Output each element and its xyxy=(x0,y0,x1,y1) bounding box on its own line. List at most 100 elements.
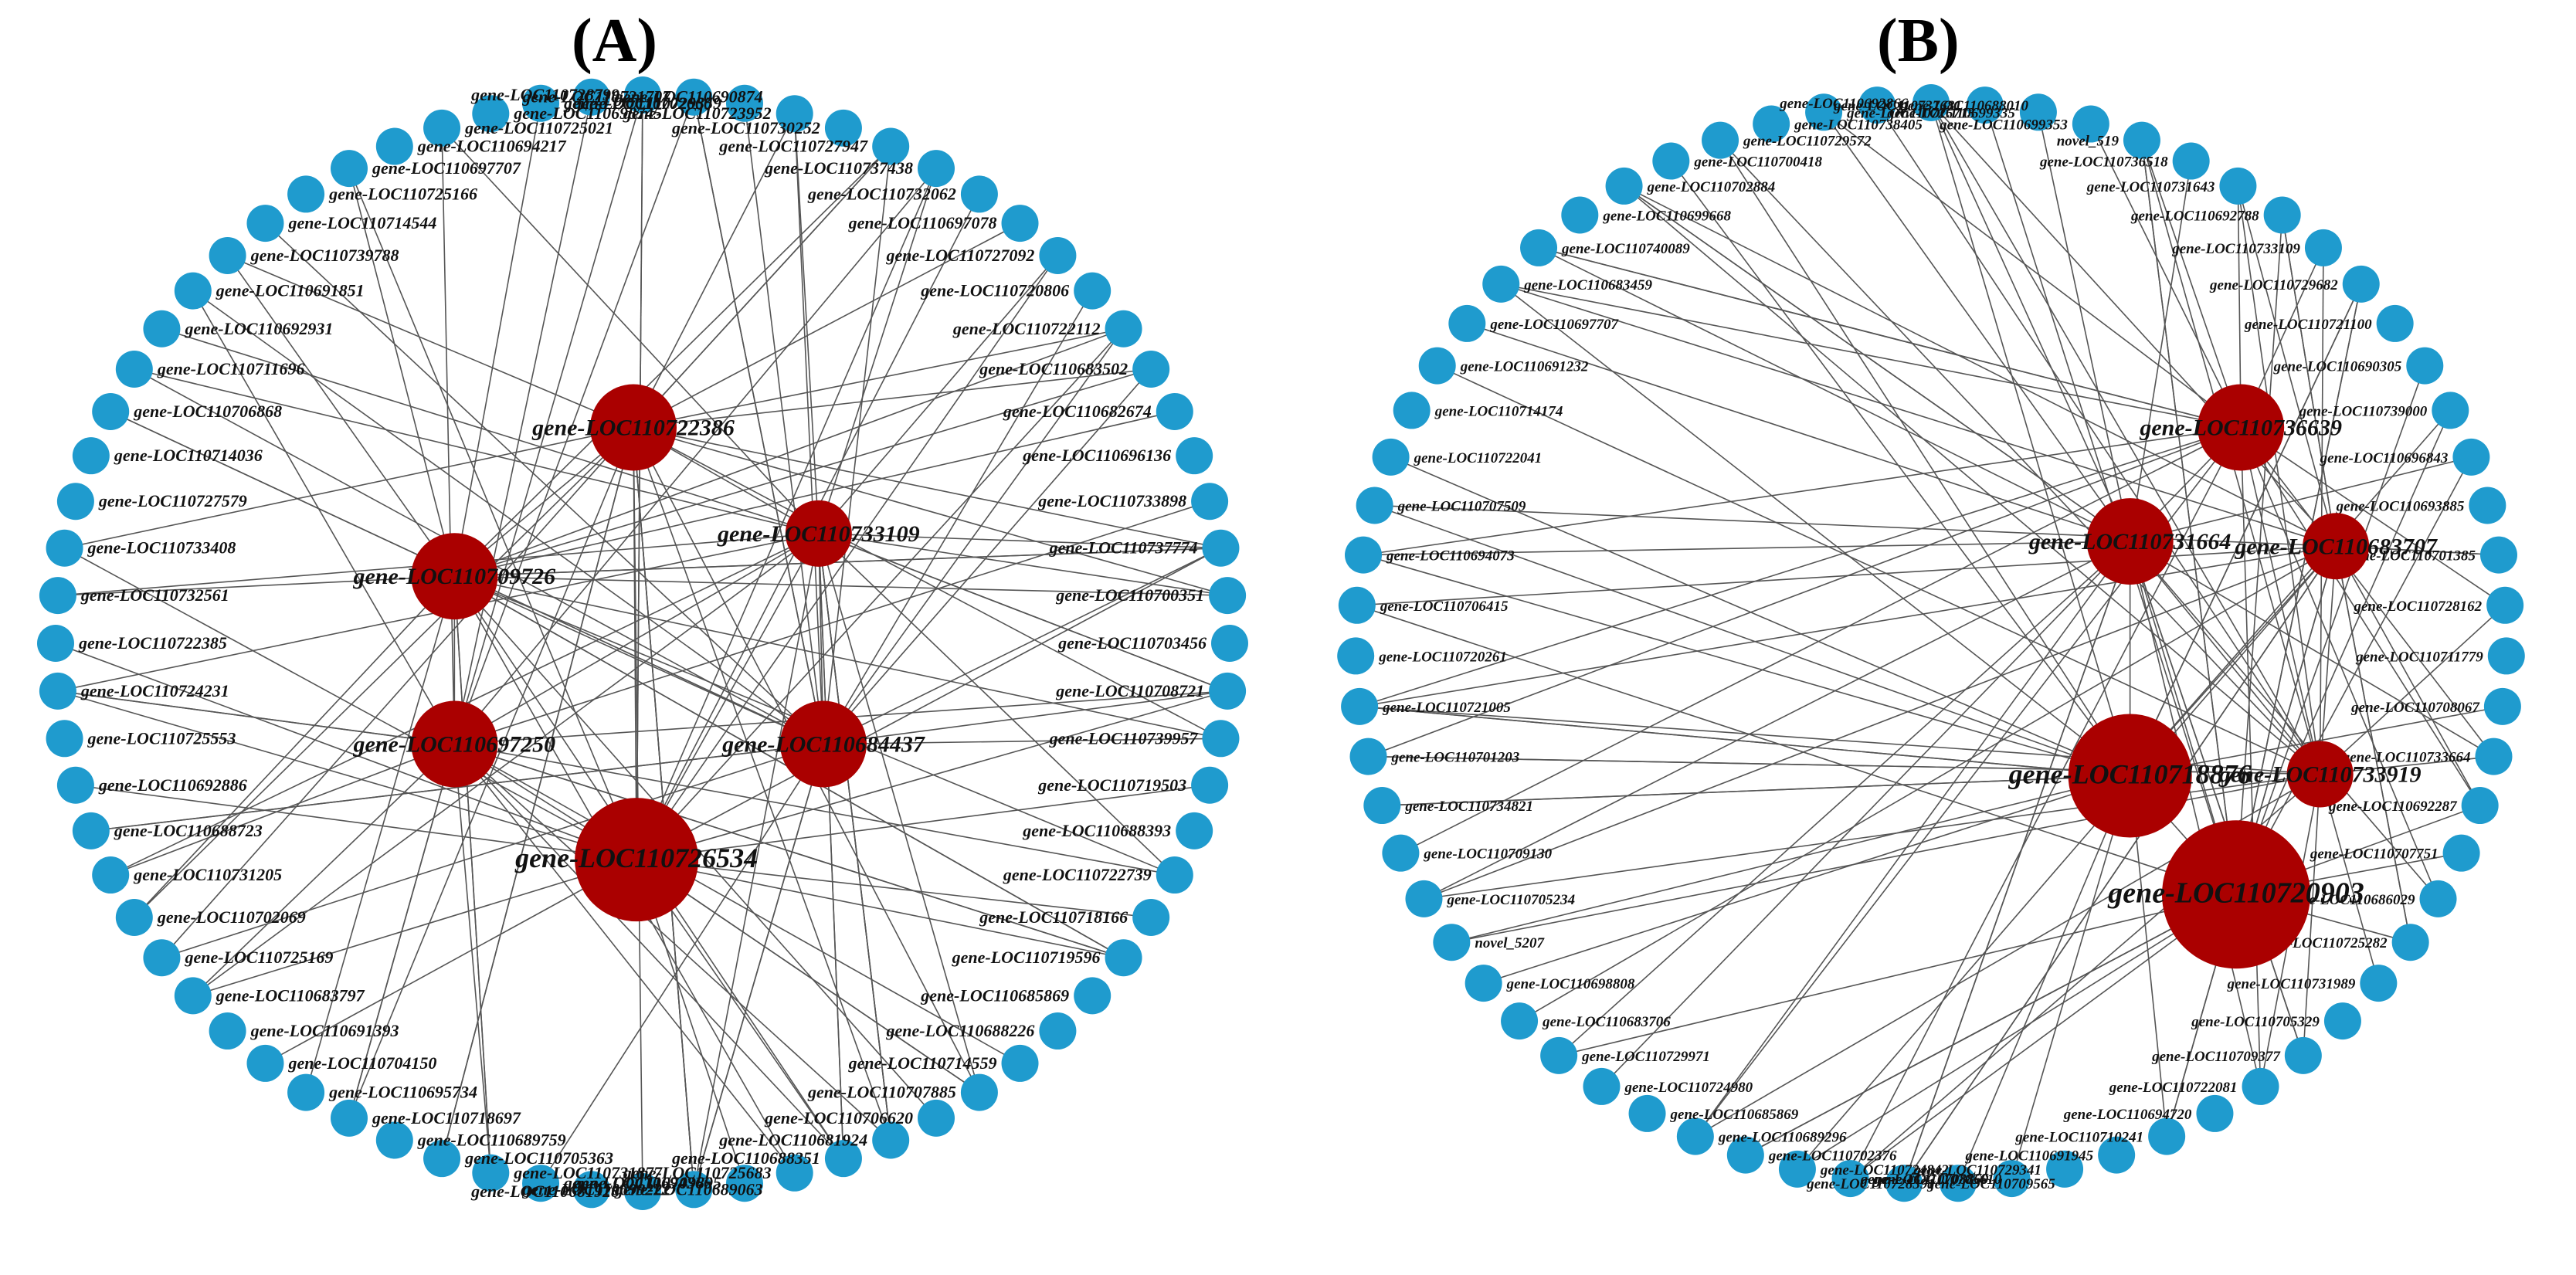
leaf-node[interactable] xyxy=(2148,1117,2186,1155)
hub-node[interactable] xyxy=(411,533,498,620)
leaf-node[interactable] xyxy=(1448,304,1486,342)
leaf-node[interactable] xyxy=(2219,167,2257,205)
leaf-node[interactable] xyxy=(572,78,610,116)
leaf-node[interactable] xyxy=(1993,1160,2031,1198)
leaf-node[interactable] xyxy=(2391,924,2429,961)
leaf-node[interactable] xyxy=(1405,880,1443,917)
leaf-node[interactable] xyxy=(1156,392,1193,430)
leaf-node[interactable] xyxy=(960,1073,998,1111)
hub-node[interactable] xyxy=(785,500,852,567)
leaf-node[interactable] xyxy=(2479,536,2517,574)
leaf-node[interactable] xyxy=(522,1165,560,1202)
leaf-node[interactable] xyxy=(1156,856,1193,894)
leaf-node[interactable] xyxy=(624,1173,661,1210)
leaf-node[interactable] xyxy=(1341,687,1379,725)
leaf-node[interactable] xyxy=(1039,1012,1077,1050)
leaf-node[interactable] xyxy=(1074,977,1112,1015)
leaf-node[interactable] xyxy=(472,1154,510,1192)
hub-node[interactable] xyxy=(575,798,699,922)
leaf-node[interactable] xyxy=(423,109,461,147)
leaf-node[interactable] xyxy=(675,1171,713,1209)
leaf-node[interactable] xyxy=(2019,93,2057,131)
leaf-node[interactable] xyxy=(2432,392,2469,429)
leaf-node[interactable] xyxy=(2487,637,2525,675)
leaf-node[interactable] xyxy=(960,175,998,213)
leaf-node[interactable] xyxy=(46,720,83,758)
leaf-node[interactable] xyxy=(725,1165,763,1202)
leaf-node[interactable] xyxy=(1382,834,1420,872)
leaf-node[interactable] xyxy=(375,1121,413,1159)
leaf-node[interactable] xyxy=(2323,1002,2361,1040)
hub-node[interactable] xyxy=(2286,741,2354,808)
leaf-node[interactable] xyxy=(918,1099,955,1137)
leaf-node[interactable] xyxy=(2406,347,2444,385)
leaf-node[interactable] xyxy=(331,150,368,188)
leaf-node[interactable] xyxy=(1356,487,1393,524)
leaf-node[interactable] xyxy=(1202,720,1240,758)
leaf-node[interactable] xyxy=(1520,229,1558,266)
hub-node[interactable] xyxy=(590,384,677,471)
leaf-node[interactable] xyxy=(2263,196,2301,234)
leaf-node[interactable] xyxy=(1363,787,1401,825)
leaf-node[interactable] xyxy=(287,175,325,213)
leaf-node[interactable] xyxy=(725,84,763,122)
leaf-node[interactable] xyxy=(2360,965,2398,1002)
leaf-node[interactable] xyxy=(624,76,661,114)
leaf-node[interactable] xyxy=(1912,84,1950,121)
leaf-node[interactable] xyxy=(37,625,74,662)
leaf-node[interactable] xyxy=(2461,787,2499,825)
leaf-node[interactable] xyxy=(1211,625,1248,662)
leaf-node[interactable] xyxy=(1831,1160,1869,1198)
leaf-node[interactable] xyxy=(143,939,181,977)
leaf-node[interactable] xyxy=(1628,1094,1666,1132)
leaf-node[interactable] xyxy=(522,84,560,122)
leaf-node[interactable] xyxy=(1858,86,1896,124)
leaf-node[interactable] xyxy=(2172,142,2210,180)
leaf-node[interactable] xyxy=(1583,1067,1621,1105)
leaf-node[interactable] xyxy=(1001,205,1039,242)
leaf-node[interactable] xyxy=(331,1099,368,1137)
leaf-node[interactable] xyxy=(2046,1150,2084,1188)
leaf-node[interactable] xyxy=(1209,577,1247,615)
leaf-node[interactable] xyxy=(423,1140,461,1178)
leaf-node[interactable] xyxy=(246,1044,284,1082)
leaf-node[interactable] xyxy=(2376,304,2414,342)
leaf-node[interactable] xyxy=(472,95,510,133)
leaf-node[interactable] xyxy=(1939,1165,1977,1202)
leaf-node[interactable] xyxy=(824,1140,862,1178)
leaf-node[interactable] xyxy=(1885,1165,1923,1202)
leaf-node[interactable] xyxy=(872,1121,910,1159)
leaf-node[interactable] xyxy=(1191,766,1229,804)
leaf-node[interactable] xyxy=(115,899,153,936)
leaf-node[interactable] xyxy=(1726,1136,1764,1174)
leaf-node[interactable] xyxy=(1605,167,1643,205)
leaf-node[interactable] xyxy=(1191,483,1229,521)
leaf-node[interactable] xyxy=(1001,1044,1039,1082)
leaf-node[interactable] xyxy=(1652,142,1690,180)
leaf-node[interactable] xyxy=(2419,880,2457,917)
leaf-node[interactable] xyxy=(1074,272,1112,310)
leaf-node[interactable] xyxy=(1418,347,1456,385)
hub-node[interactable] xyxy=(2162,820,2310,969)
leaf-node[interactable] xyxy=(72,437,110,475)
leaf-node[interactable] xyxy=(1209,672,1247,710)
leaf-node[interactable] xyxy=(46,529,83,567)
leaf-node[interactable] xyxy=(1105,939,1142,977)
hub-node[interactable] xyxy=(411,700,498,788)
leaf-node[interactable] xyxy=(2452,438,2490,476)
leaf-node[interactable] xyxy=(1966,86,2004,124)
leaf-node[interactable] xyxy=(1202,529,1240,567)
leaf-node[interactable] xyxy=(776,1154,813,1192)
leaf-node[interactable] xyxy=(1345,536,1383,574)
leaf-node[interactable] xyxy=(92,392,130,430)
leaf-node[interactable] xyxy=(115,351,153,388)
leaf-node[interactable] xyxy=(1805,93,1843,131)
leaf-node[interactable] xyxy=(287,1073,325,1111)
leaf-node[interactable] xyxy=(675,78,713,116)
leaf-node[interactable] xyxy=(1540,1036,1578,1074)
leaf-node[interactable] xyxy=(209,236,246,274)
leaf-node[interactable] xyxy=(872,127,910,165)
leaf-node[interactable] xyxy=(174,977,212,1015)
leaf-node[interactable] xyxy=(824,109,862,147)
leaf-node[interactable] xyxy=(572,1171,610,1209)
